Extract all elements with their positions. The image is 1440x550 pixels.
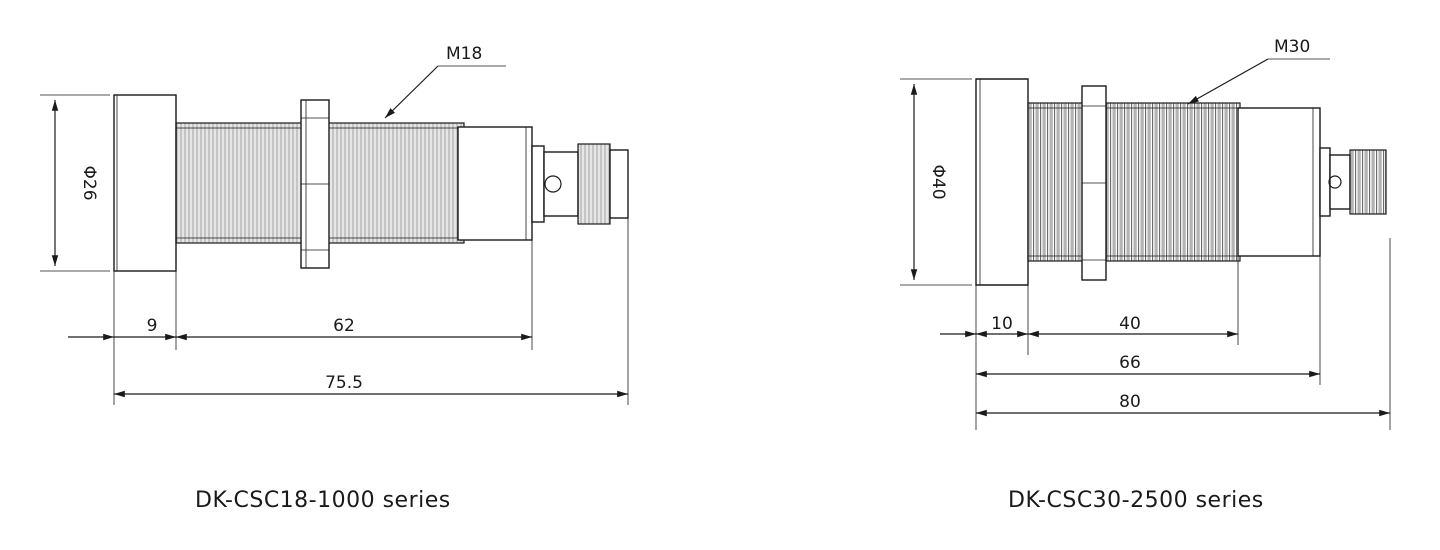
caption-csc30: DK-CSC30-2500 series [1008,488,1264,513]
total-dimension: 75.5 [114,373,628,398]
head-dim-label: 9 [147,316,158,336]
head-dimension: 10 [940,314,1028,338]
head-dimension: 9 [68,316,176,341]
diameter-label: Φ40 [928,164,948,199]
body-dim-label: 62 [333,316,355,336]
extension-lines [900,78,1391,430]
mid-dim-label: 66 [1119,353,1141,373]
sensor-diagram-csc30: Φ40 M30 10 40 66 80 [900,37,1391,430]
diameter-label: Φ26 [79,165,99,200]
sensor-outline [975,78,1387,286]
body-dimension: 62 [176,316,532,341]
total-dimension: 80 [976,392,1390,417]
diameter-dimension: Φ40 [910,84,948,280]
mid-dimension: 66 [976,353,1320,378]
thread-label: M30 [1274,37,1310,57]
body-dim-label: 40 [1119,314,1141,334]
diameter-dimension: Φ26 [51,100,99,266]
sensor-diagram-csc18: Φ26 M18 9 62 75.5 [40,44,629,405]
thread-leader: M30 [1187,37,1330,105]
thread-leader: M18 [384,44,506,119]
head-dim-label: 10 [991,314,1013,334]
thread-label: M18 [446,44,482,64]
total-dim-label: 75.5 [325,373,363,393]
sensor-outline [113,94,629,272]
total-dim-label: 80 [1119,392,1141,412]
caption-csc18: DK-CSC18-1000 series [195,488,451,513]
body-dimension: 40 [1028,314,1238,338]
